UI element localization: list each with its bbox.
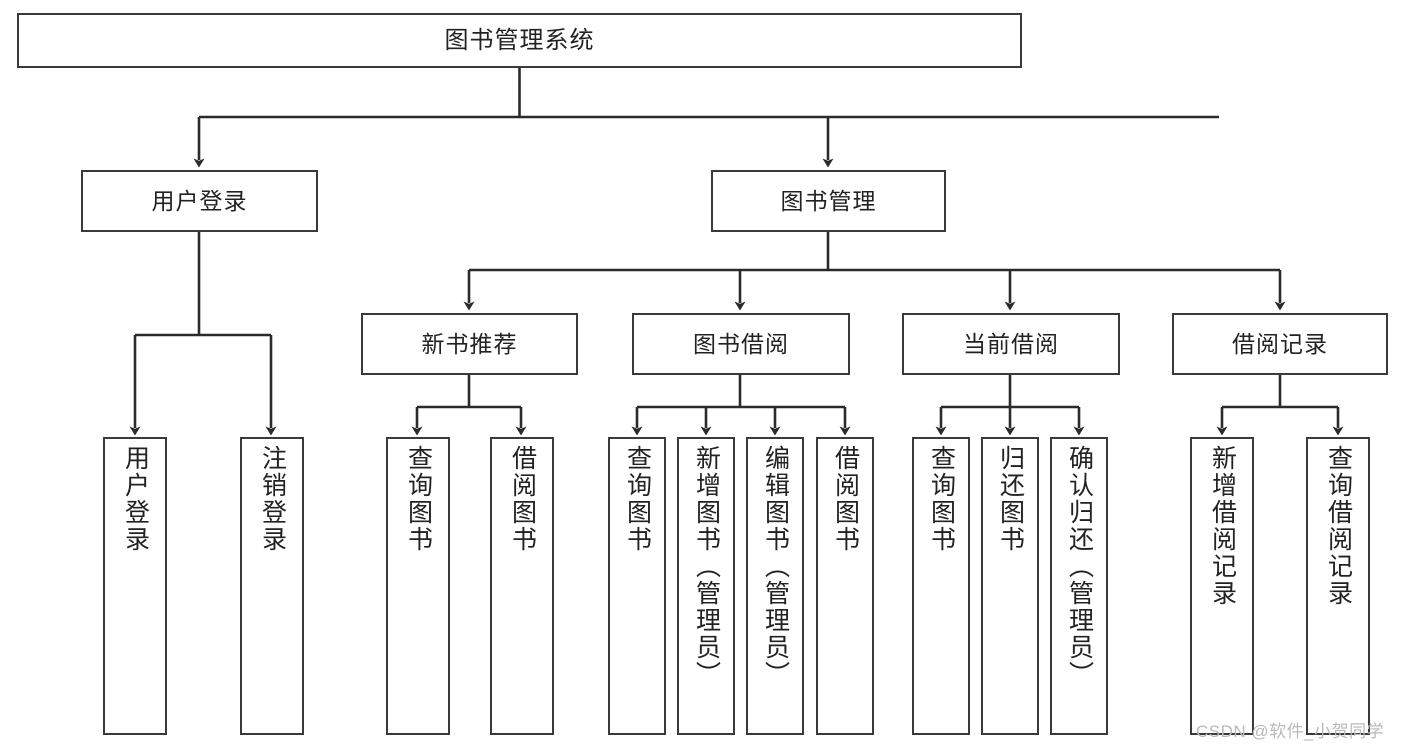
leaf-confirm-return-admin[interactable]: 确认归还（管理员）	[1050, 437, 1108, 735]
node-label: 用户登录	[121, 445, 150, 553]
node-label: 新书推荐	[421, 330, 518, 357]
leaf-add-borrow-record[interactable]: 新增借阅记录	[1190, 437, 1254, 735]
node-label: 借阅记录	[1232, 330, 1328, 357]
leaf-edit-book-admin[interactable]: 编辑图书（管理员）	[746, 437, 804, 735]
leaf-query-borrow-record[interactable]: 查询借阅记录	[1306, 437, 1370, 735]
leaf-user-logout[interactable]: 注销登录	[240, 437, 304, 735]
leaf-query-book-borrow[interactable]: 查询图书	[608, 437, 666, 735]
node-label: 注销登录	[258, 445, 287, 553]
node-borrow-record[interactable]: 借阅记录	[1172, 313, 1388, 375]
node-label: 查询图书	[927, 445, 956, 553]
leaf-borrow-book-recommend[interactable]: 借阅图书	[490, 437, 554, 735]
leaf-user-login[interactable]: 用户登录	[103, 437, 167, 735]
node-new-book-recommend[interactable]: 新书推荐	[361, 313, 578, 375]
node-current-borrow[interactable]: 当前借阅	[902, 313, 1120, 375]
csdn-watermark: CSDN @软件_小贺同学	[1196, 722, 1385, 741]
node-label: 借阅图书	[508, 445, 537, 553]
node-label: 当前借阅	[963, 330, 1059, 357]
node-label: 新增图书（管理员）	[692, 445, 721, 688]
leaf-add-book-admin[interactable]: 新增图书（管理员）	[677, 437, 735, 735]
node-label: 编辑图书（管理员）	[761, 445, 790, 688]
leaf-query-book-recommend[interactable]: 查询图书	[386, 437, 450, 735]
node-label: 图书管理系统	[444, 26, 595, 54]
node-label: 查询图书	[404, 445, 433, 553]
node-root-system[interactable]: 图书管理系统	[17, 13, 1022, 68]
node-user-login[interactable]: 用户登录	[81, 170, 318, 232]
node-label: 归还图书	[996, 445, 1025, 553]
node-label: 确认归还（管理员）	[1065, 445, 1094, 688]
node-book-borrow[interactable]: 图书借阅	[632, 313, 850, 375]
node-label: 查询图书	[623, 445, 652, 553]
leaf-query-book-current[interactable]: 查询图书	[912, 437, 970, 735]
node-label: 新增借阅记录	[1208, 445, 1237, 607]
leaf-return-book[interactable]: 归还图书	[981, 437, 1039, 735]
node-label: 用户登录	[151, 187, 248, 214]
node-label: 查询借阅记录	[1324, 445, 1353, 607]
node-label: 图书借阅	[693, 330, 789, 357]
node-label: 借阅图书	[831, 445, 860, 553]
leaf-borrow-book[interactable]: 借阅图书	[816, 437, 874, 735]
node-book-management[interactable]: 图书管理	[711, 170, 946, 232]
node-label: 图书管理	[780, 187, 877, 214]
